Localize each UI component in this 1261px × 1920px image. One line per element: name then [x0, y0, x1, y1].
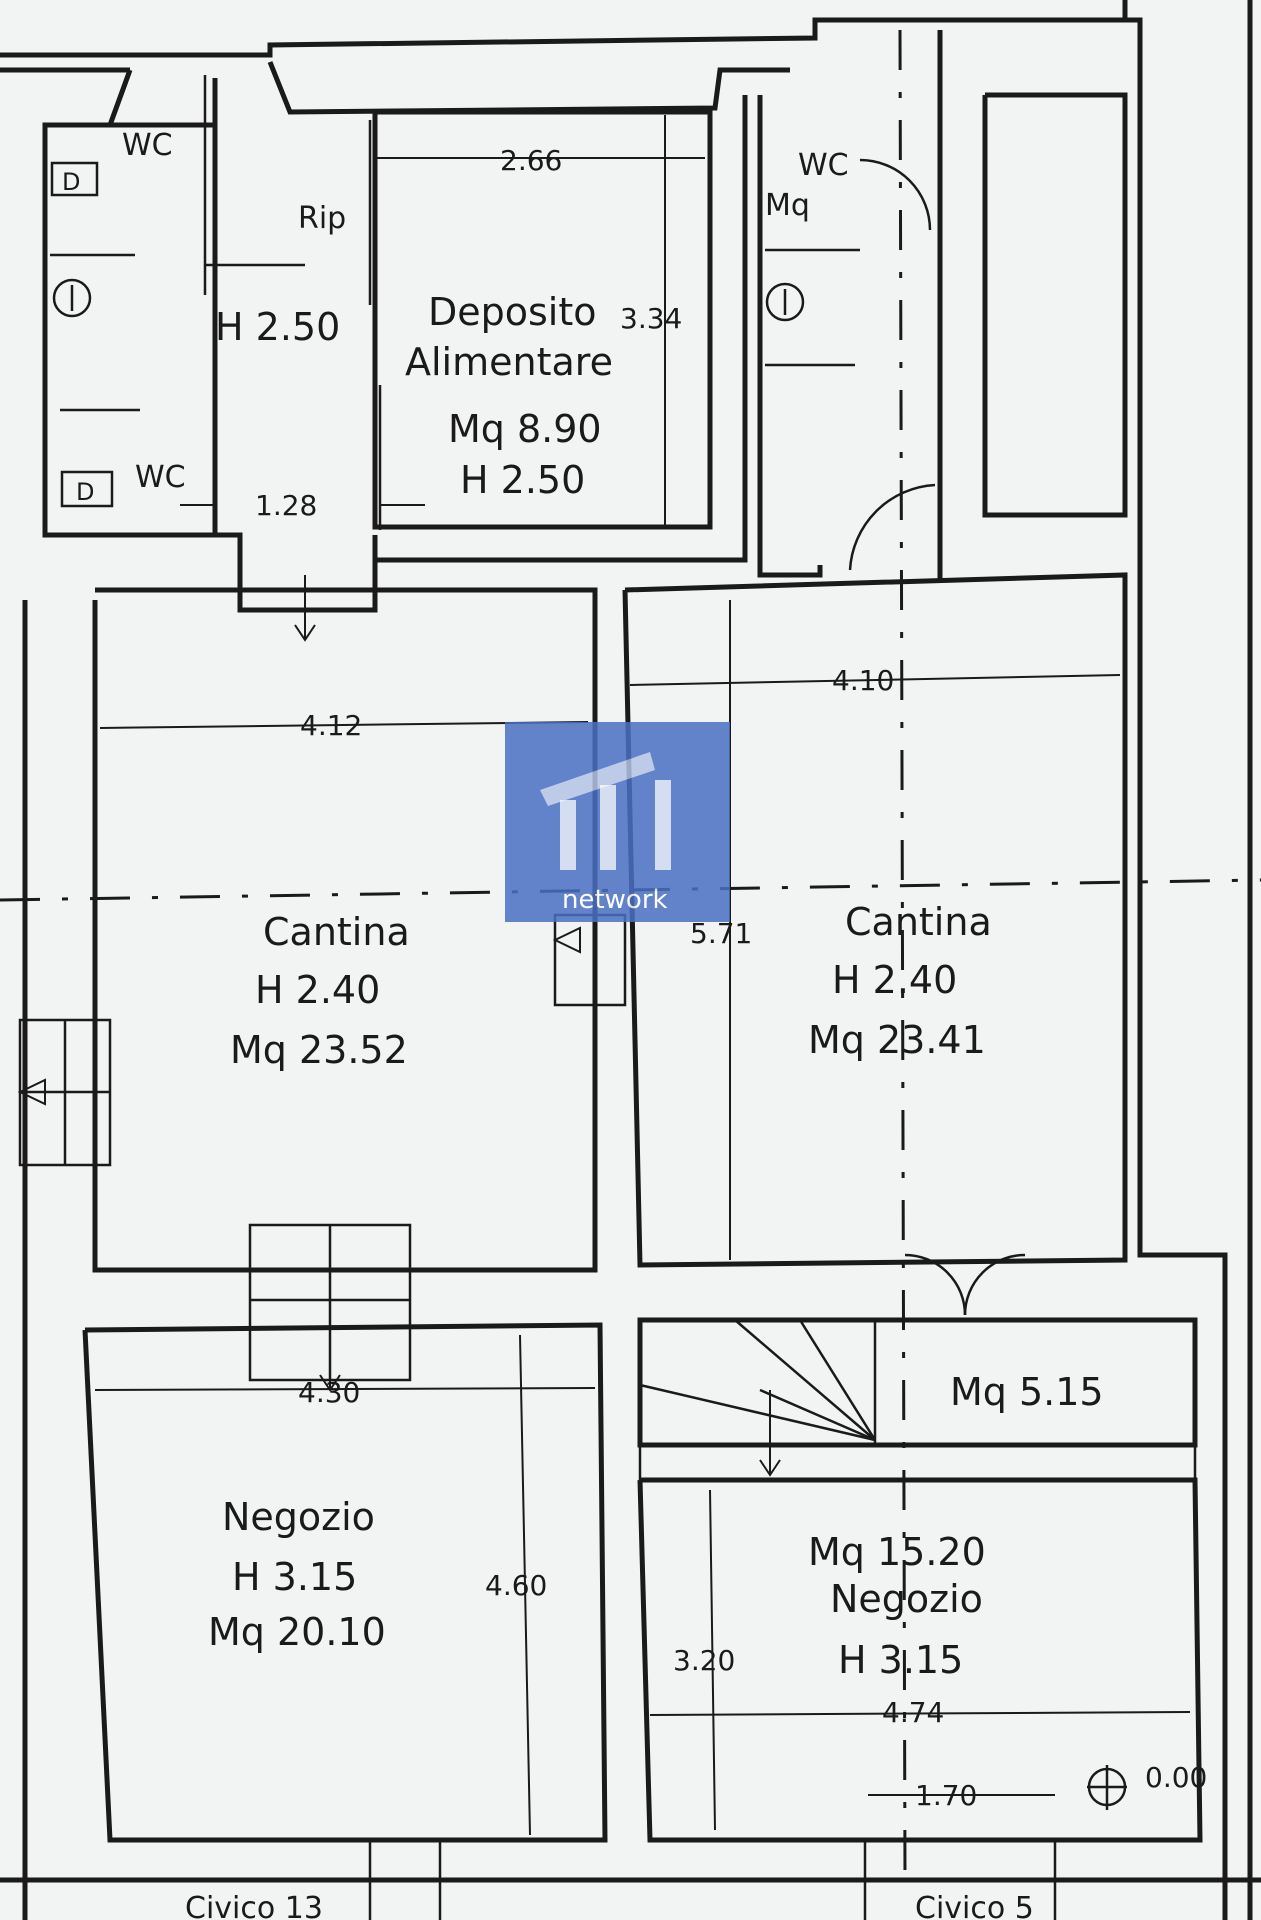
cantina-left-name-label: Cantina — [263, 910, 410, 954]
negozio-left-area-label: Mq 20.10 — [208, 1610, 386, 1654]
deposito-name-label: Deposito — [428, 290, 597, 334]
negozio-right-name-label: Negozio — [830, 1577, 983, 1621]
room-labels: WC Rip H 2.50 WC 1.28 2.66 Deposito 3.34… — [122, 128, 1207, 1920]
watermark-logo: network — [505, 722, 730, 922]
street-number-left: Civico 13 — [185, 1891, 323, 1920]
dimension-lines — [94, 115, 1191, 1836]
rip-label: Rip — [298, 201, 346, 236]
negozio-right-opening-label: 1.70 — [915, 1779, 977, 1812]
wc-right-area-label: Mq — [765, 188, 810, 223]
deposito-name-label-2: Alimentare — [405, 340, 613, 384]
deposito-area-label: Mq 8.90 — [448, 407, 602, 451]
level-marker-label: 0.00 — [1145, 1761, 1207, 1794]
cantina-left-width-label: 4.12 — [300, 709, 362, 742]
wc-bottom-left-label: WC — [135, 460, 186, 495]
negozio-right-depth-label: 3.20 — [673, 1644, 735, 1677]
wc-partitions — [50, 75, 860, 535]
fixture-symbols: D D — [50, 161, 1127, 1810]
wc-right-label: WC — [798, 148, 849, 183]
deposito-width-label: 2.66 — [500, 144, 562, 177]
corridor-height-label: H 2.50 — [215, 305, 340, 349]
negozio-left-height-label: H 3.15 — [232, 1555, 357, 1599]
negozio-left-depth-label: 4.60 — [485, 1569, 547, 1602]
watermark-text: network — [562, 885, 668, 915]
door-swings — [848, 158, 1026, 1316]
cantina-right-name-label: Cantina — [845, 900, 992, 944]
street-number-right: Civico 5 — [915, 1891, 1034, 1920]
cantina-right-width-label: 4.10 — [832, 664, 894, 697]
negozio-right-area-label: Mq 15.20 — [808, 1530, 986, 1574]
negozio-left-width-label: 4.30 — [298, 1376, 360, 1409]
landing-area-label: Mq 5.15 — [950, 1370, 1104, 1414]
negozio-right-height-label: H 3.15 — [838, 1638, 963, 1682]
cantina-right-depth-label: 5.71 — [690, 917, 752, 950]
cantina-right-height-label: H 2.40 — [832, 958, 957, 1002]
door-icon-label: D — [76, 478, 94, 506]
deposito-height-label: H 2.50 — [460, 458, 585, 502]
corridor-width-label: 1.28 — [255, 489, 317, 522]
cantina-right-area-label: Mq 23.41 — [808, 1018, 986, 1062]
cantina-left-height-label: H 2.40 — [255, 968, 380, 1012]
door-icon-label: D — [62, 168, 80, 196]
door-icon — [60, 470, 114, 508]
cantina-left-area-label: Mq 23.52 — [230, 1028, 408, 1072]
door-icon — [50, 161, 99, 197]
wc-top-left-label: WC — [122, 128, 173, 163]
negozio-right-width-label: 4.74 — [882, 1696, 944, 1729]
negozio-left-name-label: Negozio — [222, 1495, 375, 1539]
deposito-depth-label: 3.34 — [620, 302, 682, 335]
stair-arrows — [17, 575, 781, 1477]
vent-icon — [765, 282, 805, 322]
vent-icon — [52, 278, 92, 318]
